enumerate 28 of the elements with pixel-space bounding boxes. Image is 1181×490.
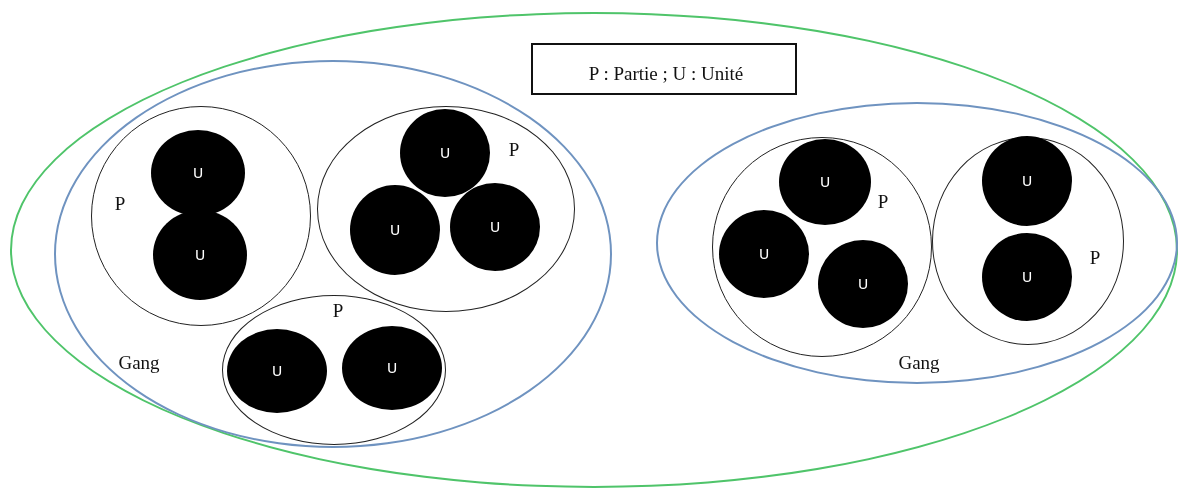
unit-label: U bbox=[386, 361, 398, 375]
unit-circle bbox=[227, 329, 327, 413]
unit-label: U bbox=[857, 277, 869, 291]
part-label: P bbox=[332, 300, 344, 320]
legend-box bbox=[531, 43, 797, 95]
legend-text: P : Partie ; U : Unité bbox=[588, 63, 744, 83]
gang-label: Gang bbox=[898, 352, 940, 372]
unit-circle bbox=[342, 326, 442, 410]
unit-circle bbox=[779, 139, 871, 225]
part-label: P bbox=[508, 139, 520, 159]
outer-ellipse bbox=[10, 12, 1178, 488]
gang-label: Gang bbox=[118, 352, 160, 372]
unit-label: U bbox=[194, 248, 206, 262]
unit-label: U bbox=[389, 223, 401, 237]
unit-label: U bbox=[271, 364, 283, 378]
unit-label: U bbox=[1021, 270, 1033, 284]
unit-label: U bbox=[1021, 174, 1033, 188]
part-label: P bbox=[877, 191, 889, 211]
unit-label: U bbox=[489, 220, 501, 234]
unit-label: U bbox=[819, 175, 831, 189]
unit-label: U bbox=[758, 247, 770, 261]
gang-ellipse bbox=[656, 102, 1178, 384]
unit-label: U bbox=[439, 146, 451, 160]
unit-circle bbox=[982, 136, 1072, 226]
part-label: P bbox=[114, 193, 126, 213]
part-label: P bbox=[1089, 247, 1101, 267]
gang-ellipse bbox=[54, 60, 612, 448]
unit-label: U bbox=[192, 166, 204, 180]
